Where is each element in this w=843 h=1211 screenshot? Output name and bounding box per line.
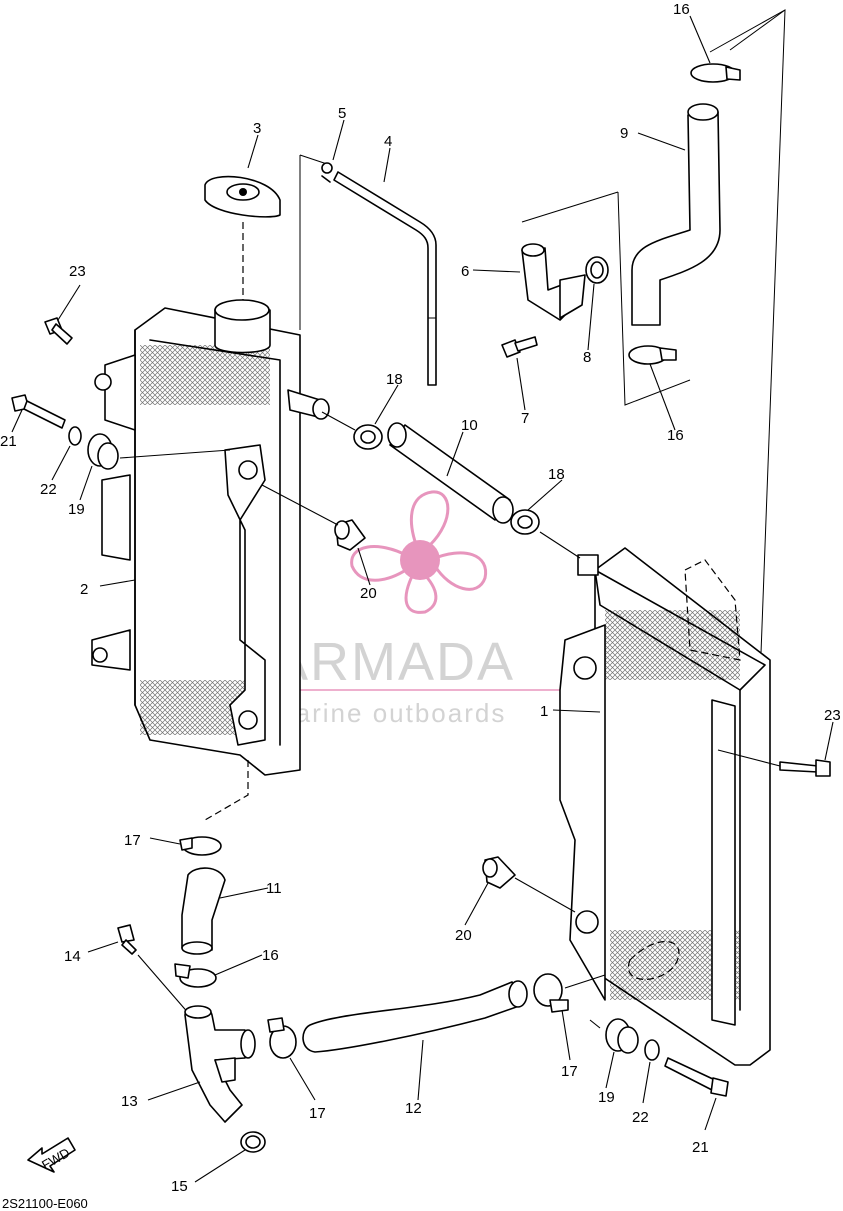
grommet-19-left (87, 433, 119, 470)
fastener-path-left (119, 449, 231, 459)
bushing-path-right (514, 877, 576, 913)
leader-lines (11, 15, 834, 1183)
callout-5: 5 (338, 105, 346, 122)
hose-clamp-16-lower (174, 963, 217, 988)
callout-17-upper: 17 (124, 832, 141, 849)
callout-2: 2 (80, 581, 88, 598)
callout-23-right: 23 (824, 707, 841, 724)
callout-17-middle: 17 (309, 1105, 326, 1122)
bolt-21-left (11, 394, 66, 429)
group-frame-lines (299, 9, 786, 681)
callout-20-left: 20 (360, 585, 377, 602)
overflow-hose (333, 171, 437, 386)
o-ring-15 (240, 1131, 266, 1153)
hose-9 (631, 103, 721, 326)
watermark-logo: ARMADA marine outboards (272, 490, 565, 728)
bolt-21-right (664, 1057, 729, 1097)
callout-18-left: 18 (386, 371, 403, 388)
callout-19-right: 19 (598, 1089, 615, 1106)
callout-21-left: 21 (0, 433, 17, 450)
hose-12-path (564, 974, 606, 989)
hose-clamp-upper-right (510, 509, 540, 535)
callout-19-left: 19 (68, 501, 85, 518)
callout-4: 4 (384, 133, 392, 150)
callout-16-top: 16 (673, 1, 690, 18)
fwd-arrow-icon: FWD (27, 1137, 76, 1173)
left-radiator (91, 299, 330, 821)
callout-10: 10 (461, 417, 478, 434)
callout-1: 1 (540, 703, 548, 720)
callout-18-right: 18 (548, 466, 565, 483)
pipe-joint-13 (184, 1005, 256, 1123)
upper-hose (387, 422, 514, 524)
watermark-tagline: marine outboards (272, 698, 506, 728)
callout-3: 3 (253, 120, 261, 137)
hose-clamp-16-top (690, 63, 741, 83)
hose-12 (302, 980, 528, 1053)
bolt-14 (117, 924, 137, 955)
radiator-cap (204, 175, 281, 218)
callout-22-right: 22 (632, 1109, 649, 1126)
hose-clamp-17-right (533, 973, 569, 1013)
bushing-path-left (261, 484, 339, 526)
bushing-20-right (482, 856, 516, 889)
upper-hose-path (321, 411, 356, 431)
callout-11: 11 (266, 880, 282, 897)
upper-hose-path-right (539, 531, 581, 559)
callout-9: 9 (620, 125, 628, 142)
bolt-23-right (779, 759, 831, 777)
washer-22-left (68, 426, 82, 446)
pipe-elbow (521, 243, 586, 321)
bolt-path-right (717, 749, 781, 767)
bushing-20-left (334, 519, 366, 551)
bolt-7 (501, 336, 538, 358)
hose-clamp-upper-left (353, 424, 383, 450)
callout-12: 12 (405, 1100, 422, 1117)
callout-16-lower: 16 (262, 947, 279, 964)
callout-21-right: 21 (692, 1139, 709, 1156)
propeller-icon (350, 490, 488, 614)
callout-7: 7 (521, 410, 529, 427)
callout-14: 14 (64, 948, 81, 965)
o-ring (585, 256, 609, 284)
diagram-code: 2S21100-E060 (2, 1196, 88, 1211)
grommet-19-right (605, 1018, 639, 1054)
hose-11 (181, 867, 226, 955)
callout-20-right: 20 (455, 927, 472, 944)
hose-clip (321, 162, 333, 183)
hose-clamp-17-middle (267, 1017, 297, 1059)
callout-17-right: 17 (561, 1063, 578, 1080)
bolt-23-left (44, 317, 73, 345)
callout-13: 13 (121, 1093, 138, 1110)
right-radiator (559, 547, 771, 1066)
hose-clamp-17-upper (179, 836, 222, 856)
callout-6: 6 (461, 263, 469, 280)
watermark-brand: ARMADA (272, 632, 515, 692)
washer-22-right (644, 1039, 660, 1061)
callout-15: 15 (171, 1178, 188, 1195)
fastener-path-right (589, 1019, 601, 1029)
bolt-14-path (137, 954, 191, 1016)
callout-23-left: 23 (69, 263, 86, 280)
hose-clamp-16-mid (628, 345, 677, 365)
callout-22-left: 22 (40, 481, 57, 498)
callout-8: 8 (583, 349, 591, 366)
callout-16-mid: 16 (667, 427, 684, 444)
